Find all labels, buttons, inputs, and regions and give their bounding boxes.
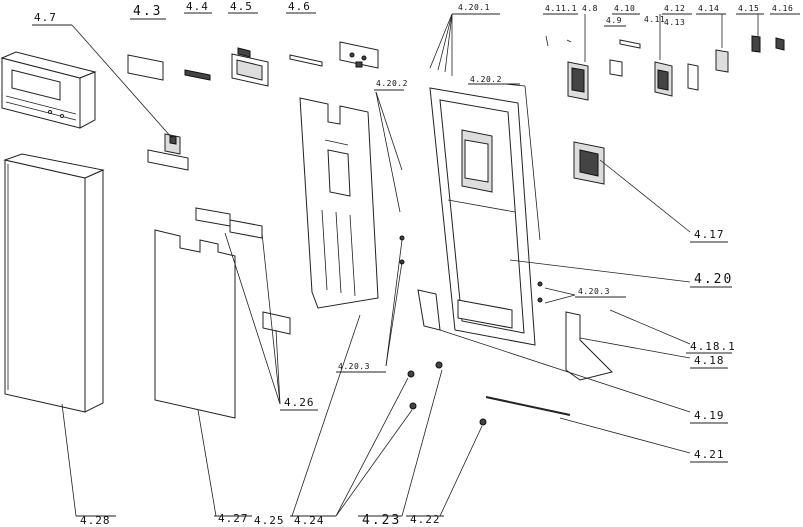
- label-4-13: 4.13: [664, 18, 685, 27]
- hinge-rod: [485, 396, 571, 416]
- label-4-20-2-b: 4.20.2: [470, 75, 502, 84]
- control-module: [231, 47, 269, 87]
- label-4-14: 4.14: [698, 4, 719, 13]
- insulation-blocks: [195, 207, 291, 335]
- circuit-board: [339, 41, 379, 69]
- label-4-19: 4.19: [694, 409, 725, 422]
- label-4-5: 4.5: [230, 0, 253, 13]
- part-labels: 4.3 4.4 4.5 4.6 4.7 4.20.1 4.20.2 4.20.2…: [32, 0, 800, 527]
- label-4-27: 4.27: [218, 512, 249, 525]
- label-4-23: 4.23: [362, 513, 401, 527]
- label-4-16: 4.16: [772, 4, 793, 13]
- label-4-20-2-a: 4.20.2: [376, 79, 408, 88]
- label-4-12: 4.12: [664, 4, 685, 13]
- label-4-24: 4.24: [294, 514, 325, 527]
- label-4-18: 4.18: [694, 354, 725, 367]
- display-window: [127, 54, 164, 81]
- door-lock: [573, 141, 605, 185]
- label-4-11: 4.11: [644, 15, 665, 24]
- small-fittings: [399, 235, 543, 426]
- inner-door-frame: [429, 87, 536, 346]
- label-4-11-1: 4.11.1: [545, 4, 577, 13]
- label-4-26: 4.26: [284, 396, 315, 409]
- label-4-22: 4.22: [410, 513, 441, 526]
- small-connector: [184, 69, 211, 81]
- label-4-20-3-a: 4.20.3: [578, 287, 610, 296]
- label-4-20-1: 4.20.1: [458, 3, 490, 12]
- control-panel: [0, 51, 97, 129]
- label-4-18-1: 4.18.1: [690, 340, 736, 353]
- label-4-9: 4.9: [606, 16, 622, 25]
- label-4-4: 4.4: [186, 0, 209, 13]
- outer-door-panel: [3, 153, 105, 413]
- insulation-panel: [154, 229, 236, 419]
- leader-lines: [61, 13, 759, 517]
- label-4-21: 4.21: [694, 448, 725, 461]
- sound-plate: [299, 97, 379, 309]
- label-4-28: 4.28: [80, 514, 111, 527]
- hinge: [417, 289, 613, 381]
- label-4-8: 4.8: [582, 4, 598, 13]
- label-4-17: 4.17: [694, 228, 725, 241]
- label-4-20-3-b: 4.20.3: [338, 362, 370, 371]
- label-4-25: 4.25: [254, 514, 285, 527]
- latch-assembly: [545, 35, 785, 101]
- label-4-20: 4.20: [694, 272, 733, 287]
- label-4-15: 4.15: [738, 4, 759, 13]
- label-4-7: 4.7: [34, 11, 57, 24]
- light-strip: [289, 54, 323, 67]
- label-4-10: 4.10: [614, 4, 635, 13]
- label-4-3: 4.3: [133, 4, 162, 19]
- latch-bracket: [147, 133, 189, 171]
- label-4-6: 4.6: [288, 0, 311, 13]
